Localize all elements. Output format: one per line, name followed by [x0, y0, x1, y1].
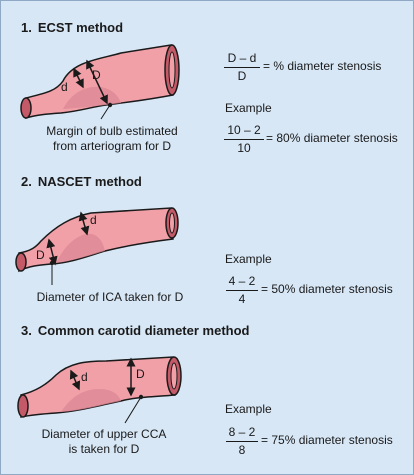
nascet-example-numerator: 4 – 2 — [228, 274, 256, 288]
cca-d-arrow — [69, 369, 81, 391]
nascet-caption: Diameter of ICA taken for D — [17, 290, 203, 305]
cca-example-result: = 75% diameter stenosis — [261, 433, 393, 447]
section-1-number: 1. — [21, 20, 32, 35]
cca-D-label: D — [136, 367, 145, 381]
nascet-d-arrow — [78, 211, 90, 236]
nascet-caption-line-1: Diameter of ICA taken for D — [36, 290, 184, 304]
cca-plaque — [61, 389, 121, 412]
ecst-formula-numerator: D – d — [227, 51, 257, 65]
cca-proximal-end — [17, 394, 29, 418]
ecst-example-denominator: 10 — [237, 141, 251, 155]
cca-caption-line-1: Diameter of upper CCA — [41, 427, 167, 441]
cca-example-numerator: 8 – 2 — [228, 425, 256, 439]
ecst-example-fraction: 10 – 2 10 — [224, 123, 264, 155]
cca-vessel-body — [20, 356, 176, 418]
section-3-number: 3. — [21, 323, 32, 338]
section-2-number: 2. — [21, 174, 32, 189]
nascet-proximal-end — [15, 252, 27, 272]
ecst-example-result: = 80% diameter stenosis — [266, 131, 398, 145]
ecst-example-bar — [224, 139, 264, 140]
ecst-d-arrow — [73, 67, 84, 89]
nascet-D-label: D — [36, 248, 45, 262]
cca-example-fraction: 8 – 2 8 — [226, 425, 258, 457]
ecst-vessel — [20, 44, 180, 120]
cca-caption: Diameter of upper CCA is taken for D — [29, 427, 179, 457]
nascet-example-denominator: 4 — [238, 292, 246, 306]
cca-d-label: d — [81, 370, 88, 384]
ecst-D-label: D — [92, 68, 101, 82]
nascet-example-result: = 50% diameter stenosis — [261, 282, 393, 296]
ecst-proximal-end — [20, 97, 32, 119]
nascet-example-bar — [226, 290, 258, 291]
nascet-example-label: Example — [225, 252, 272, 266]
ecst-d-label: d — [61, 80, 68, 94]
nascet-D-arrow — [46, 238, 58, 266]
nascet-example-fraction: 4 – 2 4 — [226, 274, 258, 306]
cca-vessel — [17, 356, 182, 424]
cca-example-label: Example — [225, 402, 272, 416]
nascet-plaque — [56, 233, 105, 263]
ecst-example-label: Example — [225, 101, 272, 115]
cca-caption-line-2: is taken for D — [68, 442, 140, 456]
ecst-caption: Margin of bulb estimated from arteriogra… — [29, 124, 195, 154]
ecst-formula-bar — [224, 67, 260, 68]
cca-example-denominator: 8 — [238, 443, 246, 457]
ecst-example-numerator: 10 – 2 — [227, 123, 261, 137]
cca-example-bar — [226, 441, 258, 442]
nascet-vessel — [15, 207, 179, 285]
ecst-formula-denominator: D — [237, 69, 247, 83]
nascet-d-label: d — [90, 213, 97, 227]
ecst-formula-fraction: D – d D — [224, 51, 260, 83]
section-3-title: Common carotid diameter method — [37, 323, 250, 338]
ecst-caption-line-1: Margin of bulb estimated — [46, 124, 178, 138]
ecst-D-arrow — [86, 59, 108, 105]
section-2-heading: 2. NASCET method — [21, 174, 142, 189]
section-2-title: NASCET method — [37, 174, 142, 189]
section-1-title: ECST method — [37, 20, 124, 35]
ecst-caption-line-2: from arteriogram for D — [52, 139, 172, 153]
ecst-formula-result: = % diameter stenosis — [263, 59, 382, 73]
section-3-heading: 3. Common carotid diameter method — [21, 323, 249, 338]
section-1-heading: 1. ECST method — [21, 20, 123, 35]
